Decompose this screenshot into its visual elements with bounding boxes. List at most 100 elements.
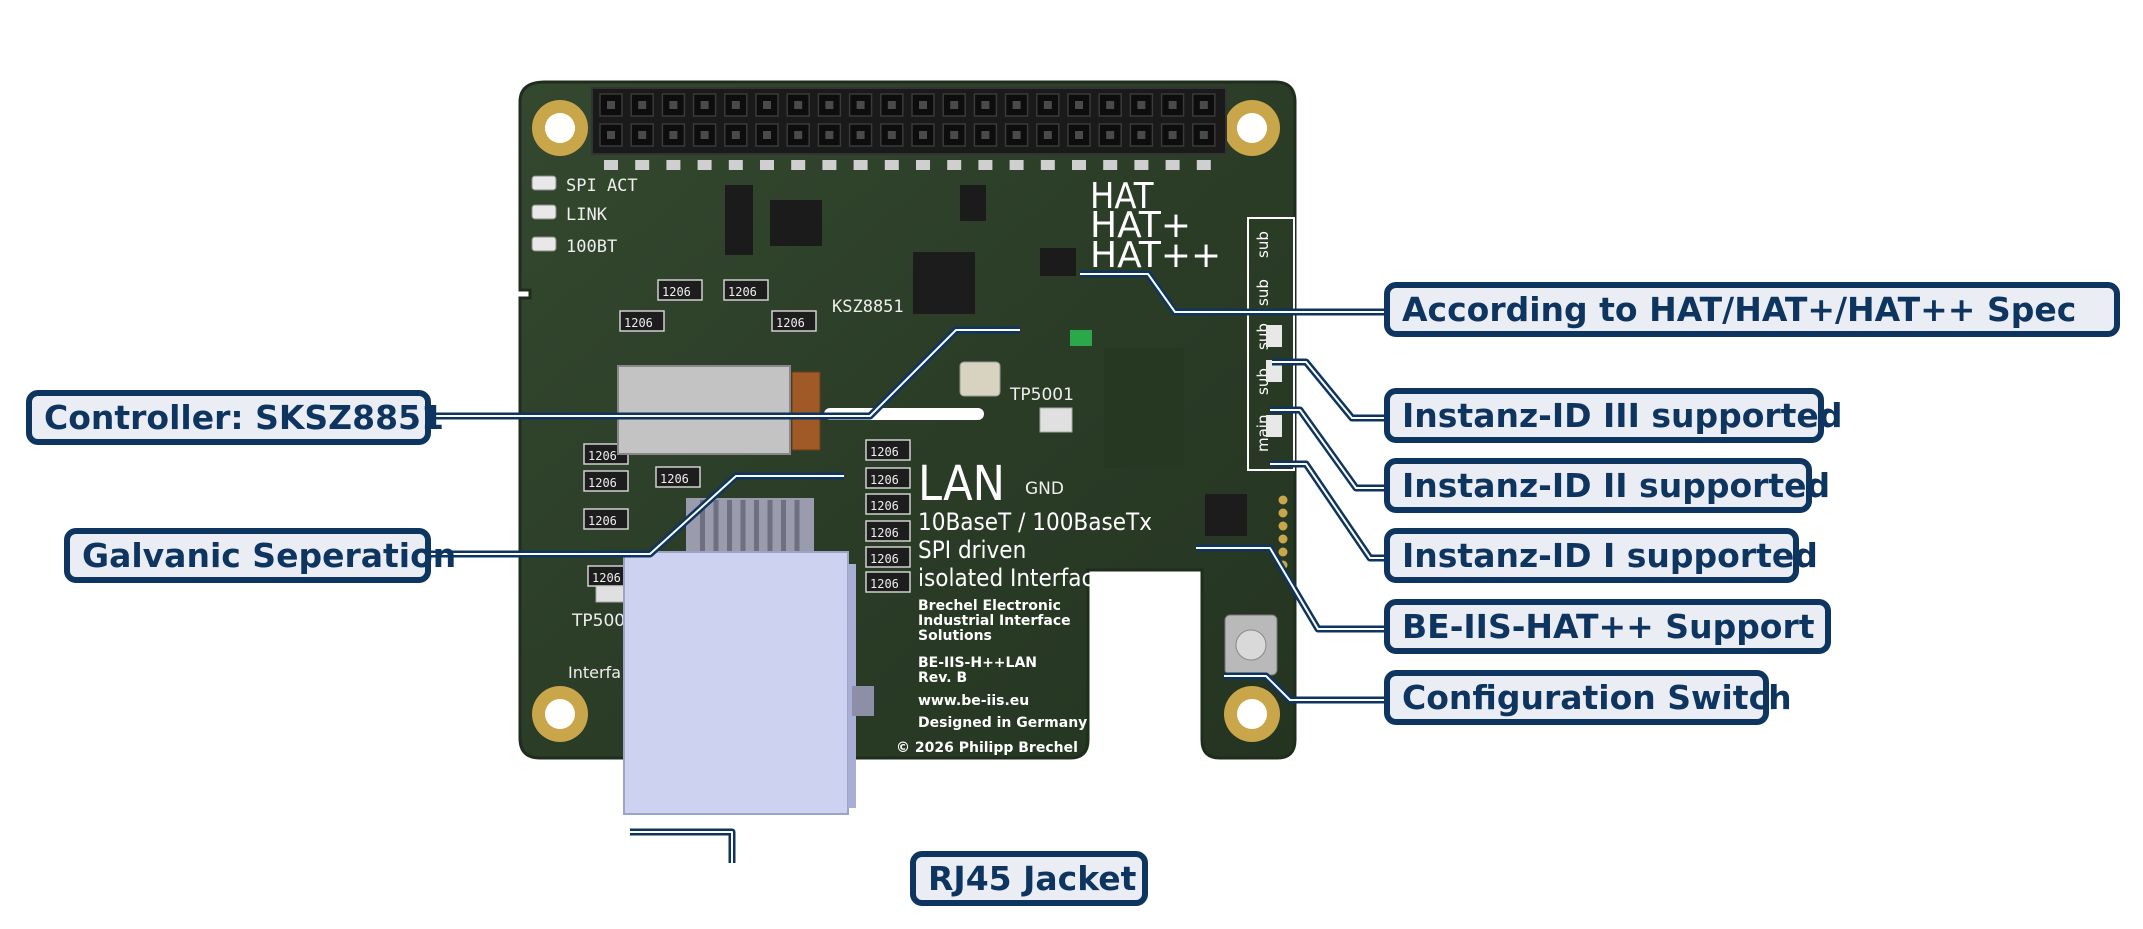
- header-pin-core: [1199, 101, 1208, 109]
- rj45-pin: [740, 500, 746, 554]
- pad: [1278, 495, 1288, 505]
- resistor-mark: 1206: [776, 316, 805, 330]
- header-pin-core: [825, 101, 834, 109]
- resistor-body: [723, 279, 769, 301]
- lan-silkscreen: LAN 10BaseT / 100BaseTx SPI driven isola…: [896, 456, 1152, 756]
- resistor-body: [619, 310, 665, 332]
- transformer: [617, 365, 791, 455]
- copyright: © 2026 Philipp Brechel: [896, 740, 1078, 756]
- header-pin-core: [731, 101, 740, 109]
- header-pin-core: [669, 131, 678, 139]
- header-pin-core: [919, 131, 927, 139]
- capacitor: [791, 371, 821, 451]
- hat-line-2: HAT+: [1090, 205, 1191, 246]
- header-pad: [822, 160, 837, 170]
- resistor-body: [583, 470, 629, 492]
- header-pad: [1072, 160, 1086, 170]
- resistor-mark: 1206: [870, 499, 899, 513]
- resistor-body: [865, 439, 911, 461]
- ksz8851-chip: [913, 252, 975, 314]
- resistor-body: [865, 546, 911, 568]
- header-pin-core: [1075, 131, 1083, 139]
- rj45-pin: [781, 500, 786, 554]
- lan-line-1: 10BaseT / 100BaseTx: [918, 508, 1152, 536]
- lan-title: LAN: [918, 456, 1005, 512]
- pad: [1278, 547, 1288, 557]
- callout-hat-support: BE-IIS-HAT++ Support: [1384, 599, 1831, 654]
- designed-in: Designed in Germany: [918, 715, 1087, 731]
- resistor-body: [771, 310, 817, 332]
- sub-label-2: sub: [1254, 279, 1272, 306]
- header-pin-core: [700, 101, 709, 109]
- pad: [1278, 534, 1288, 544]
- header-pad: [978, 160, 993, 170]
- header-pin-core: [1075, 101, 1083, 109]
- rj45-pin: [713, 500, 719, 554]
- company-line-1: Brechel Electronic: [918, 598, 1061, 614]
- header-pin-core: [887, 101, 896, 109]
- header-pin-core: [856, 101, 865, 109]
- header-pad: [884, 160, 899, 170]
- header-pin-core: [607, 131, 615, 139]
- header-pad: [604, 160, 618, 170]
- callout-instance-id-2: Instanz-ID II supported: [1384, 458, 1830, 513]
- header-pin-core: [669, 101, 678, 109]
- header-pin-core: [763, 101, 771, 109]
- led-label-link: LINK: [566, 205, 608, 225]
- header-pin-core: [638, 131, 647, 139]
- header-pin-core: [981, 131, 990, 139]
- product-name: BE-IIS-H++LAN: [918, 655, 1037, 671]
- header-pin-core: [607, 101, 615, 109]
- hat-line-1: HAT: [1090, 176, 1154, 217]
- header-pin-core: [700, 131, 709, 139]
- gpio-header: [591, 87, 1227, 170]
- header-pin-core: [638, 101, 647, 109]
- header-pin-core: [1168, 101, 1177, 109]
- header-pin-core: [1106, 131, 1115, 139]
- resistor-mark: 1206: [870, 526, 899, 540]
- tp500-label: TP500: [571, 611, 625, 631]
- header-pin-core: [856, 131, 865, 139]
- header-pad: [916, 160, 930, 170]
- resistor-mark: 1206: [870, 577, 899, 591]
- rj45-pin: [727, 500, 732, 554]
- header-pin-core: [825, 131, 834, 139]
- callout-instance-id-1: Instanz-ID I supported: [1384, 528, 1818, 583]
- hat-silkscreen: HAT HAT+ HAT++: [1090, 176, 1221, 276]
- resistor-body: [655, 466, 701, 488]
- header-pad: [1009, 160, 1024, 170]
- header-pin-core: [731, 131, 740, 139]
- sub-label-1: sub: [1254, 231, 1272, 258]
- header-pin-core: [887, 131, 896, 139]
- tp5001-label: TP5001: [1009, 385, 1074, 405]
- callout-hat-spec: According to HAT/HAT+/HAT++ Spec: [1384, 282, 2120, 337]
- rj45-pin: [794, 500, 800, 554]
- resistor-mark: 1206: [588, 476, 617, 490]
- header-pad: [666, 160, 681, 170]
- lan-line-3: isolated Interface: [918, 564, 1107, 592]
- mounting-holes: [532, 100, 1280, 742]
- tp5001-net: GND: [1025, 479, 1064, 499]
- header-pad: [1196, 160, 1211, 170]
- resistor-body: [865, 571, 911, 593]
- header-pad: [1134, 160, 1149, 170]
- rj45-pin: [700, 500, 705, 554]
- status-leds: SPI ACT LINK 100BT: [531, 175, 638, 257]
- header-pin-core: [950, 101, 959, 109]
- header-pad: [1165, 160, 1180, 170]
- rj45-pin: [754, 500, 759, 554]
- header-pin-core: [1043, 131, 1052, 139]
- rj45-pin: [767, 500, 773, 554]
- resistor-mark: 1206: [624, 316, 653, 330]
- resistor-mark: 1206: [662, 285, 691, 299]
- rj45-jack: [623, 498, 874, 815]
- header-pad: [728, 160, 743, 170]
- header-pin-core: [1012, 131, 1021, 139]
- instance-id-labels: sub sub sub sub main: [1247, 217, 1295, 471]
- hat-line-3: HAT++: [1090, 235, 1221, 276]
- company-line-3: Solutions: [918, 628, 992, 644]
- header-pad: [947, 160, 962, 170]
- header-pin-core: [981, 101, 990, 109]
- header-pin-core: [950, 131, 959, 139]
